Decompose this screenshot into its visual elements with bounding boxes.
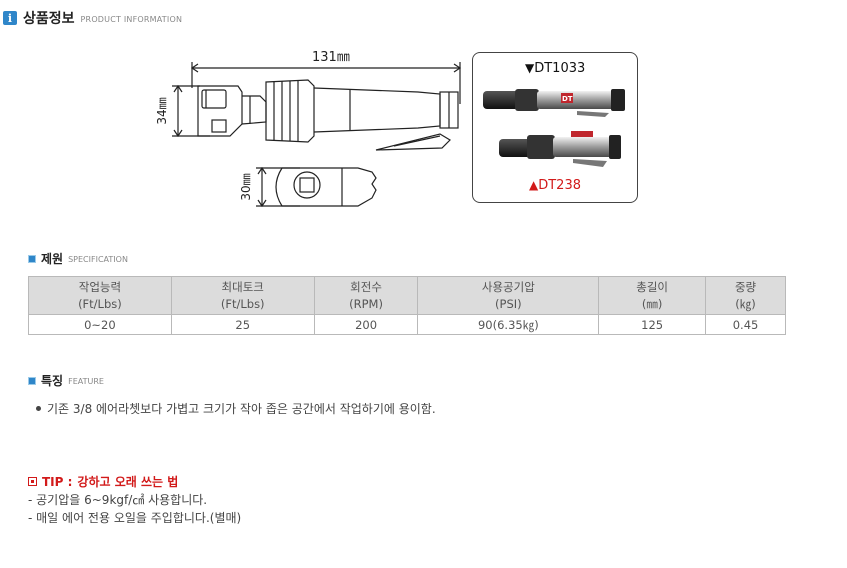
table-cell: 0~20 (28, 314, 172, 335)
tip-label: TIP : (42, 474, 73, 489)
feature-subtitle: FEATURE (68, 377, 104, 386)
brand-mark-top: DT (562, 95, 573, 103)
triangle-up-icon: ▲ (529, 178, 539, 192)
table-header: 회전수(RPM) (313, 276, 419, 315)
tool-dimension-drawing: 131㎜ 34㎜ 30㎜ (155, 50, 462, 208)
table-row: 0~20 25 200 90(6.35㎏) 125 0.45 (28, 314, 786, 335)
table-header-row: 작업능력(Ft/Lbs) 최대토크(Ft/Lbs) 회전수(RPM) 사용공기압… (28, 276, 786, 315)
spec-title: 제원 (41, 252, 64, 266)
bullet-icon (36, 406, 41, 411)
model-label-top: ▼DT1033 (525, 61, 586, 76)
feature-title: 특징 (41, 374, 64, 388)
table-header: 총길이(㎜) (598, 276, 707, 315)
table-header: 작업능력(Ft/Lbs) (28, 276, 172, 315)
table-cell: 200 (313, 314, 419, 335)
tip-note: - 매일 에어 전용 오일을 주입합니다.(별매) (28, 511, 242, 525)
table-cell: 90(6.35㎏) (417, 314, 600, 335)
triangle-down-icon: ▼ (525, 61, 535, 75)
spec-section-header: 제원 SPECIFICATION (28, 250, 128, 267)
product-photo: DT (483, 89, 625, 167)
dimension-depth: 30㎜ (239, 173, 253, 200)
table-header: 사용공기압(PSI) (417, 276, 600, 315)
page-title: 상품정보 (23, 11, 75, 27)
list-item: 기존 3/8 에어라쳇보다 가볍고 크기가 작아 좁은 공간에서 작업하기에 용… (36, 400, 436, 417)
tip-title: 강하고 오래 쓰는 법 (77, 475, 179, 489)
tip-heading: TIP : 강하고 오래 쓰는 법 (28, 473, 178, 490)
square-bullet-icon (28, 376, 36, 385)
spec-table: 작업능력(Ft/Lbs) 최대토크(Ft/Lbs) 회전수(RPM) 사용공기압… (28, 276, 786, 335)
table-header: 중량(㎏) (705, 276, 786, 315)
square-bullet-icon (28, 254, 36, 263)
dimension-length: 131㎜ (312, 50, 350, 65)
feature-section-header: 특징 FEATURE (28, 372, 104, 389)
table-cell: 25 (170, 314, 315, 335)
model-label-bottom: ▲DT238 (529, 178, 581, 193)
spec-subtitle: SPECIFICATION (68, 255, 128, 264)
section-header: i 상품정보 PRODUCT INFORMATION (0, 8, 182, 28)
dimension-height: 34㎜ (155, 97, 169, 124)
table-header: 최대토크(Ft/Lbs) (170, 276, 315, 315)
page-subtitle: PRODUCT INFORMATION (80, 15, 183, 24)
table-cell: 125 (598, 314, 707, 335)
square-bullet-icon (28, 477, 37, 486)
table-cell: 0.45 (705, 314, 786, 335)
tip-note: - 공기압을 6~9kgf/㎠ 사용합니다. (28, 493, 208, 507)
product-photo-box: ▼DT1033 DT ▲DT238 (472, 52, 638, 203)
info-icon: i (3, 11, 17, 25)
